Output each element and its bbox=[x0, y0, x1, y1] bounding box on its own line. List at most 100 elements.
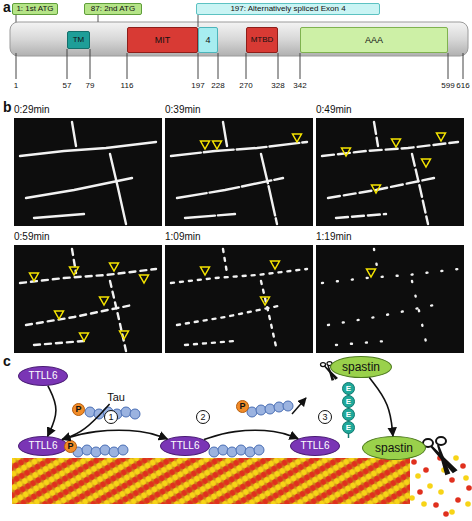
microscopy-frame: 0:49min bbox=[316, 118, 464, 226]
residue-position: 1 bbox=[14, 82, 18, 90]
tau-protein bbox=[218, 445, 228, 455]
ttll6-enzyme: TTLL6 bbox=[18, 436, 68, 456]
residue-position: 79 bbox=[86, 82, 95, 90]
severing-arrowhead bbox=[201, 141, 210, 149]
severing-arrowhead bbox=[293, 134, 302, 142]
position-tick bbox=[300, 53, 301, 79]
microtubule-signal bbox=[20, 122, 458, 351]
position-tick bbox=[448, 53, 449, 79]
severing-arrowhead bbox=[30, 133, 446, 341]
tau-protein bbox=[82, 445, 92, 455]
severing-arrowhead bbox=[55, 311, 64, 319]
tau-protein bbox=[283, 401, 293, 411]
process-arrow bbox=[204, 430, 298, 439]
time-stamp: 0:59min bbox=[14, 232, 50, 242]
phosphate-mark: P bbox=[64, 440, 77, 453]
tau-protein bbox=[265, 404, 275, 414]
severing-arrowhead bbox=[120, 331, 129, 339]
protein-bar bbox=[10, 22, 468, 56]
position-tick bbox=[218, 53, 219, 79]
residue-position: 57 bbox=[63, 82, 72, 90]
tau-protein bbox=[91, 447, 101, 457]
position-tick bbox=[127, 53, 128, 79]
tubulin-fragment bbox=[449, 509, 455, 515]
node-text: 1: 1st ATG bbox=[16, 5, 53, 13]
severing-arrowhead bbox=[422, 159, 431, 167]
tubulin-fragment bbox=[433, 502, 439, 508]
tau-protein bbox=[236, 445, 246, 455]
tau-protein bbox=[73, 401, 293, 457]
tubulin-fragment bbox=[463, 475, 469, 481]
position-tick bbox=[278, 53, 279, 79]
node-text: MIT bbox=[155, 36, 171, 45]
microtubule-signal bbox=[20, 249, 156, 351]
process-arrow bbox=[369, 378, 393, 436]
process-arrow bbox=[62, 404, 110, 440]
tau-protein bbox=[209, 447, 219, 457]
microtubule bbox=[12, 458, 410, 504]
tubulin-fragment bbox=[421, 501, 427, 507]
step-number: 3 bbox=[318, 410, 332, 424]
node-text: E bbox=[346, 411, 351, 419]
microtubule bbox=[12, 458, 410, 504]
residue-position: 342 bbox=[293, 82, 306, 90]
tubulin-fragment bbox=[453, 455, 459, 461]
ttll6-enzyme: TTLL6 bbox=[18, 366, 68, 386]
panel-letter: b bbox=[3, 100, 12, 114]
tau-protein bbox=[94, 409, 104, 419]
residue-position: 599 bbox=[441, 82, 454, 90]
microscopy-frame: 1:19min bbox=[316, 245, 464, 353]
step-number: 1 bbox=[104, 410, 118, 424]
tubulin-fragment bbox=[417, 489, 423, 495]
panel-letter: a bbox=[3, 0, 11, 14]
severing-arrowhead bbox=[437, 133, 446, 141]
release-arrow bbox=[292, 398, 306, 414]
microtubule-signal bbox=[322, 122, 458, 224]
node-text: E bbox=[346, 398, 351, 406]
position-tick bbox=[67, 49, 68, 79]
exon-tag: 197: Alternatively spliced Exon 4 bbox=[196, 3, 380, 15]
microscopy-image bbox=[316, 118, 464, 226]
tau-protein bbox=[274, 402, 284, 412]
time-stamp: 0:39min bbox=[165, 105, 201, 115]
node-text: P bbox=[75, 405, 81, 414]
aaa-domain: AAA bbox=[300, 27, 448, 53]
exon-4-segment: 4 bbox=[198, 27, 218, 53]
microtubule-signal bbox=[322, 249, 458, 351]
residue-position: 328 bbox=[271, 82, 284, 90]
microtubule-signal bbox=[171, 122, 307, 224]
tau-label: Tau bbox=[96, 390, 136, 404]
tubulin-fragment bbox=[409, 495, 415, 501]
protein-bar bbox=[10, 22, 468, 56]
spastin-enzyme: spastin bbox=[362, 436, 426, 460]
microscopy-image bbox=[14, 118, 464, 353]
tubulin-fragment bbox=[409, 455, 472, 517]
node-text: spastin bbox=[375, 442, 413, 454]
leader-line bbox=[198, 15, 199, 27]
position-tick bbox=[16, 53, 17, 79]
node-text: TTLL6 bbox=[301, 441, 330, 451]
residue-position: 197 bbox=[191, 82, 204, 90]
scissors-icon bbox=[436, 437, 446, 445]
time-stamp: 1:09min bbox=[165, 232, 201, 242]
position-tick bbox=[16, 49, 463, 79]
scissors-icon bbox=[423, 437, 456, 474]
severing-arrowhead bbox=[367, 269, 376, 277]
tau-protein bbox=[85, 407, 95, 417]
node-text: TTLL6 bbox=[29, 371, 58, 381]
release-arrow bbox=[292, 398, 306, 414]
position-tick bbox=[198, 53, 199, 79]
tau-protein bbox=[118, 445, 128, 455]
severing-arrowhead bbox=[100, 297, 109, 305]
microtubule-signal bbox=[20, 122, 156, 224]
time-stamp: 0:29min bbox=[14, 105, 50, 115]
microscopy-image bbox=[14, 245, 162, 353]
panel-letter: c bbox=[3, 354, 11, 368]
severing-arrowhead bbox=[140, 275, 149, 283]
tau-protein bbox=[100, 445, 110, 455]
tubulin-fragment bbox=[411, 459, 417, 465]
tubulin-fragment bbox=[455, 497, 461, 503]
